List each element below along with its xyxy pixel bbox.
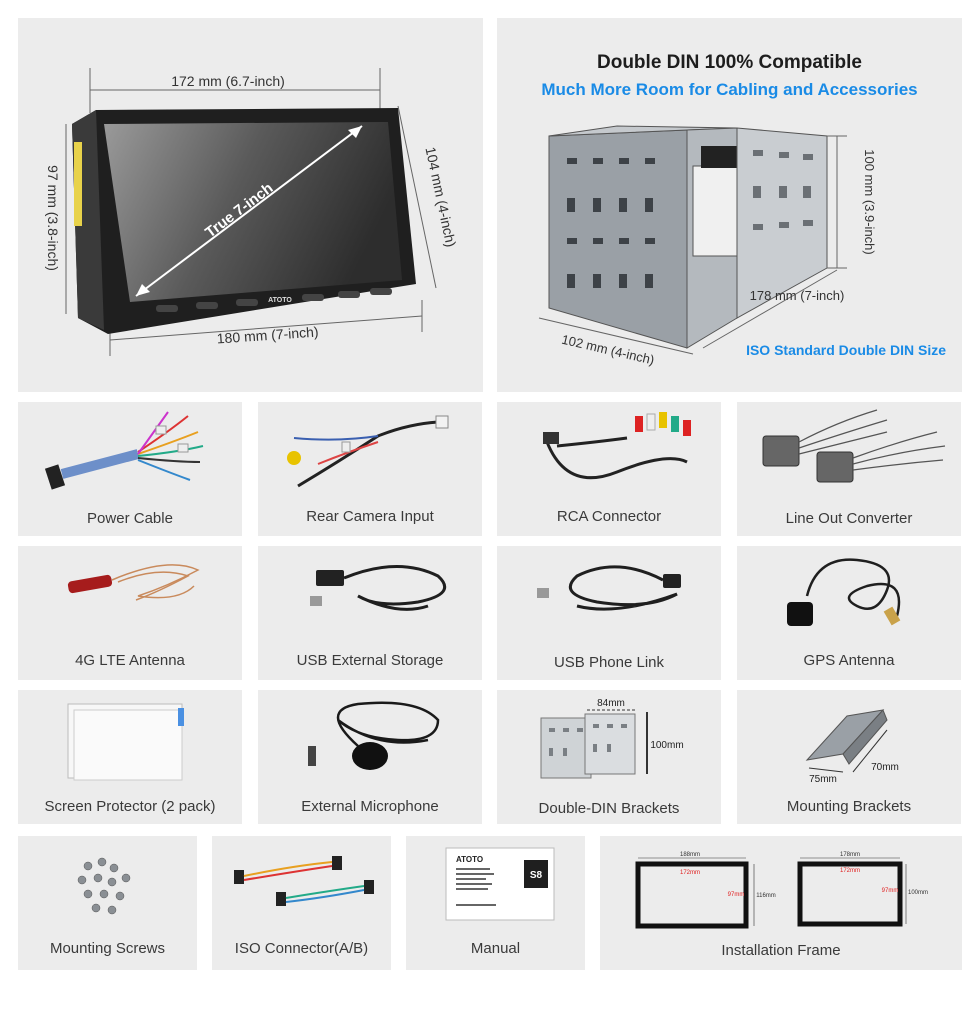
accessory-label: USB Phone Link bbox=[553, 654, 665, 671]
accessory-label: 4G LTE Antenna bbox=[75, 652, 185, 669]
manual-brand: ATOTO bbox=[456, 855, 483, 864]
power-cable-icon bbox=[44, 411, 204, 490]
din-chassis-diagram: 100 mm (3.9-inch) 178 mm (7-inch) 102 mm… bbox=[538, 125, 877, 368]
accessory-usb-phone-link: USB Phone Link bbox=[497, 546, 721, 680]
frame-right-outer-height: 100mm bbox=[908, 890, 928, 896]
din-subtitle: Much More Room for Cabling and Accessori… bbox=[541, 80, 918, 99]
mount-dim-a-label: 75mm bbox=[809, 774, 837, 785]
screen-dimension-panel: 172 mm (6.7-inch) 180 mm (7-inch) 97 mm … bbox=[18, 18, 483, 392]
accessory-label: Mounting Brackets bbox=[786, 798, 912, 815]
accessory-rear-camera-input: Rear Camera Input bbox=[258, 402, 482, 536]
accessory-label: GPS Antenna bbox=[803, 652, 895, 669]
accessory-label: External Microphone bbox=[301, 798, 439, 815]
double-din-panel: Double DIN 100% Compatible Much More Roo… bbox=[497, 18, 962, 392]
accessory-external-microphone: External Microphone bbox=[258, 690, 482, 824]
screws-icon bbox=[77, 857, 131, 915]
frame-right-inner-height: 97mm bbox=[882, 888, 899, 894]
gps-antenna-icon bbox=[787, 558, 901, 626]
accessory-label: Double-DIN Brackets bbox=[538, 800, 680, 817]
frame-left-inner-width: 172mm bbox=[680, 870, 700, 876]
height-left-label: 97 mm (3.8-inch) bbox=[45, 165, 61, 271]
accessory-power-cable: Power Cable bbox=[18, 402, 242, 536]
din-brackets-icon: 84mm 100mm bbox=[540, 698, 684, 779]
accessory-label: Screen Protector (2 pack) bbox=[44, 798, 216, 815]
screen-display bbox=[104, 122, 402, 302]
accessory-line-out-converter: Line Out Converter bbox=[737, 402, 961, 536]
accessory-label: Mounting Screws bbox=[49, 940, 166, 957]
width-bottom-label: 180 mm (7-inch) bbox=[216, 323, 319, 346]
accessory-gps-antenna: GPS Antenna bbox=[737, 546, 961, 680]
microphone-icon bbox=[308, 701, 440, 770]
din-title: Double DIN 100% Compatible bbox=[597, 52, 862, 73]
manual-icon: ATOTO S8 bbox=[445, 847, 555, 921]
manual-model: S8 bbox=[530, 870, 543, 881]
din-width-label: 102 mm (4-inch) bbox=[560, 332, 656, 368]
iso-connector-icon bbox=[234, 856, 374, 906]
frame-left-inner-height: 97mm bbox=[728, 892, 745, 898]
accessory-iso-connector: ISO Connector(A/B) bbox=[212, 836, 391, 970]
accessory-label: USB External Storage bbox=[296, 652, 444, 669]
brand-logo: ATOTO bbox=[268, 297, 292, 304]
bracket-height-label: 100mm bbox=[650, 740, 683, 751]
frame-right-outer-width: 178mm bbox=[840, 852, 860, 858]
accessory-rca-connector: RCA Connector bbox=[497, 402, 721, 536]
din-depth-label: 178 mm (7-inch) bbox=[750, 288, 845, 303]
usb-cable-icon bbox=[537, 565, 681, 611]
rca-connector-icon bbox=[543, 412, 691, 480]
screen-protector-icon bbox=[67, 703, 184, 781]
screen-dimension-diagram: 172 mm (6.7-inch) 180 mm (7-inch) 97 mm … bbox=[45, 68, 459, 356]
accessory-label: Power Cable bbox=[87, 510, 173, 527]
accessory-label: RCA Connector bbox=[556, 508, 662, 525]
camera-cable-icon bbox=[287, 415, 449, 488]
usb-cable-icon bbox=[310, 564, 447, 611]
accessory-label: Rear Camera Input bbox=[306, 508, 434, 525]
width-top-label: 172 mm (6.7-inch) bbox=[171, 73, 285, 89]
accessory-4g-lte-antenna: 4G LTE Antenna bbox=[18, 546, 242, 680]
installation-frame-icon: 188mm 172mm 97mm 116mm 178mm 172mm 97mm … bbox=[635, 852, 928, 929]
frame-left-outer-height: 116mm bbox=[756, 893, 776, 899]
lte-antenna-icon bbox=[67, 564, 200, 601]
frame-right-inner-width: 172mm bbox=[840, 868, 860, 874]
accessory-mounting-brackets: 75mm 70mm Mounting Brackets bbox=[737, 690, 961, 824]
accessory-installation-frame: 188mm 172mm 97mm 116mm 178mm 172mm 97mm … bbox=[600, 836, 962, 970]
iso-standard-label: ISO Standard Double DIN Size bbox=[746, 342, 946, 358]
accessory-manual: ATOTO S8 Manual bbox=[406, 836, 585, 970]
frame-left-outer-width: 188mm bbox=[680, 852, 700, 858]
accessory-label: Installation Frame bbox=[721, 942, 841, 959]
line-out-converter-icon bbox=[762, 409, 946, 483]
din-height-label: 100 mm (3.9-inch) bbox=[862, 149, 877, 254]
bracket-width-label: 84mm bbox=[597, 698, 625, 709]
accessory-mounting-screws: Mounting Screws bbox=[18, 836, 197, 970]
height-right-label: 104 mm (4-inch) bbox=[422, 145, 459, 248]
mount-dim-b-label: 70mm bbox=[871, 762, 899, 773]
mounting-brackets-icon: 75mm 70mm bbox=[805, 709, 899, 785]
accessory-label: Manual bbox=[470, 940, 521, 957]
accessory-label: ISO Connector(A/B) bbox=[234, 940, 369, 957]
accessory-usb-external-storage: USB External Storage bbox=[258, 546, 482, 680]
accessory-screen-protector: Screen Protector (2 pack) bbox=[18, 690, 242, 824]
accessory-label: Line Out Converter bbox=[785, 510, 913, 527]
accessory-double-din-brackets: 84mm 100mm Double-DIN Brackets bbox=[497, 690, 721, 824]
